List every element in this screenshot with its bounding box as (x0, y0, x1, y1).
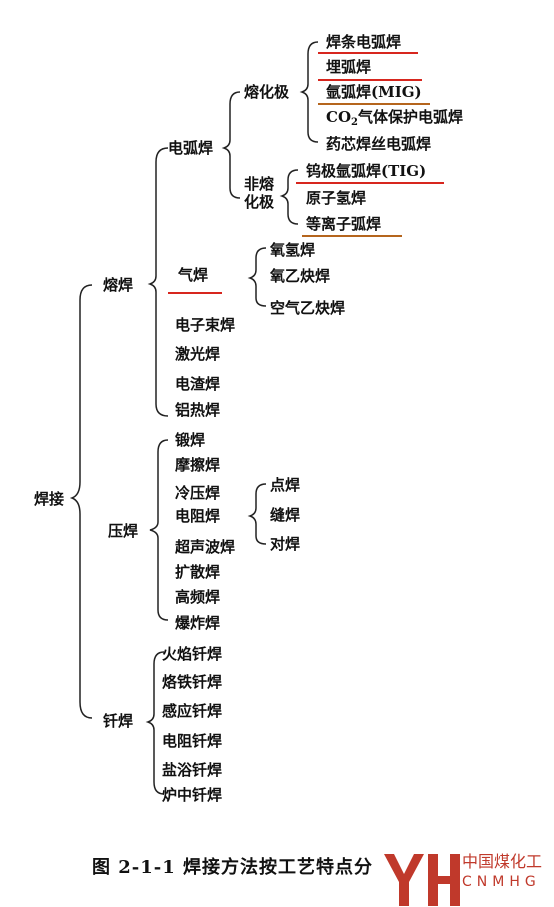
consumable-item-2: 埋弧焊 (326, 58, 372, 76)
underline-brown (318, 103, 430, 105)
bracket-consumable (299, 41, 319, 143)
underline-red (318, 52, 418, 54)
fusion-other-3: 电渣焊 (175, 375, 221, 393)
fusion-other-2: 激光焊 (175, 345, 221, 363)
brazing-item-1: 火焰钎焊 (162, 645, 223, 663)
figure-caption: 图 2-1-1 焊接方法按工艺特点分 (92, 857, 374, 878)
gas-label: 气焊 (178, 266, 209, 284)
brazing-item-6: 炉中钎焊 (162, 786, 223, 804)
bracket-brazing (145, 651, 165, 795)
brazing-item-3: 感应钎焊 (162, 702, 223, 720)
root-label: 焊接 (34, 490, 65, 508)
pressure-item-6: 扩散焊 (175, 563, 221, 581)
bracket-nonconsumable (279, 169, 299, 225)
consumable-item-1: 焊条电弧焊 (326, 33, 402, 51)
watermark-text: 中国煤化工 CNMHG (462, 852, 542, 892)
consumable-item-4: CO2气体保护电弧焊 (326, 108, 463, 128)
bracket-root (69, 284, 93, 719)
pressure-item-8: 爆炸焊 (175, 614, 221, 632)
underline-red (296, 182, 444, 184)
bracket-fusion (147, 147, 169, 417)
watermark-en: CNMHG (462, 874, 541, 890)
pressure-item-3: 冷压焊 (175, 484, 221, 502)
brazing-item-4: 电阻钎焊 (162, 732, 223, 750)
nonconsumable-item-1: 钨极氩弧焊(TIG) (306, 162, 427, 180)
consumable-item-5: 药芯焊丝电弧焊 (326, 135, 432, 153)
fusion-other-1: 电子束焊 (175, 316, 236, 334)
brazing-label: 钎焊 (103, 712, 134, 730)
underline-red (168, 292, 222, 294)
pressure-item-4: 电阻焊 (175, 507, 221, 525)
brazing-item-5: 盐浴钎焊 (162, 761, 223, 779)
bracket-pressure (149, 439, 169, 621)
consumable-label: 熔化极 (244, 83, 290, 101)
resistance-sub-3: 对焊 (270, 535, 301, 553)
pressure-item-1: 锻焊 (175, 431, 206, 449)
nonconsumable-label-line1: 非熔 (244, 175, 275, 193)
gas-item-2: 氧乙炔焊 (270, 267, 331, 285)
brazing-item-2: 烙铁钎焊 (162, 673, 223, 691)
nonconsumable-label-line2: 化极 (244, 193, 275, 211)
arc-label: 电弧焊 (168, 139, 214, 157)
underline-brown (302, 235, 402, 237)
bracket-arc (221, 91, 241, 199)
pressure-item-2: 摩擦焊 (175, 456, 221, 474)
watermark-logo (384, 854, 460, 906)
resistance-sub-2: 缝焊 (270, 506, 301, 524)
nonconsumable-item-2: 原子氢焊 (306, 189, 367, 207)
fusion-label: 熔焊 (103, 276, 134, 294)
bracket-gas (247, 247, 267, 307)
pressure-item-7: 高频焊 (175, 588, 221, 606)
pressure-item-5: 超声波焊 (175, 538, 236, 556)
underline-red (318, 79, 422, 81)
bracket-resistance (247, 483, 267, 545)
consumable-item-3: 氩弧焊(MIG) (326, 83, 422, 101)
watermark-cn: 中国煤化工 (462, 852, 543, 871)
pressure-label: 压焊 (108, 522, 139, 540)
fusion-other-4: 铝热焊 (175, 401, 221, 419)
gas-item-1: 氧氢焊 (270, 241, 316, 259)
nonconsumable-item-3: 等离子弧焊 (306, 215, 382, 233)
resistance-sub-1: 点焊 (270, 476, 301, 494)
gas-item-3: 空气乙炔焊 (270, 299, 346, 317)
